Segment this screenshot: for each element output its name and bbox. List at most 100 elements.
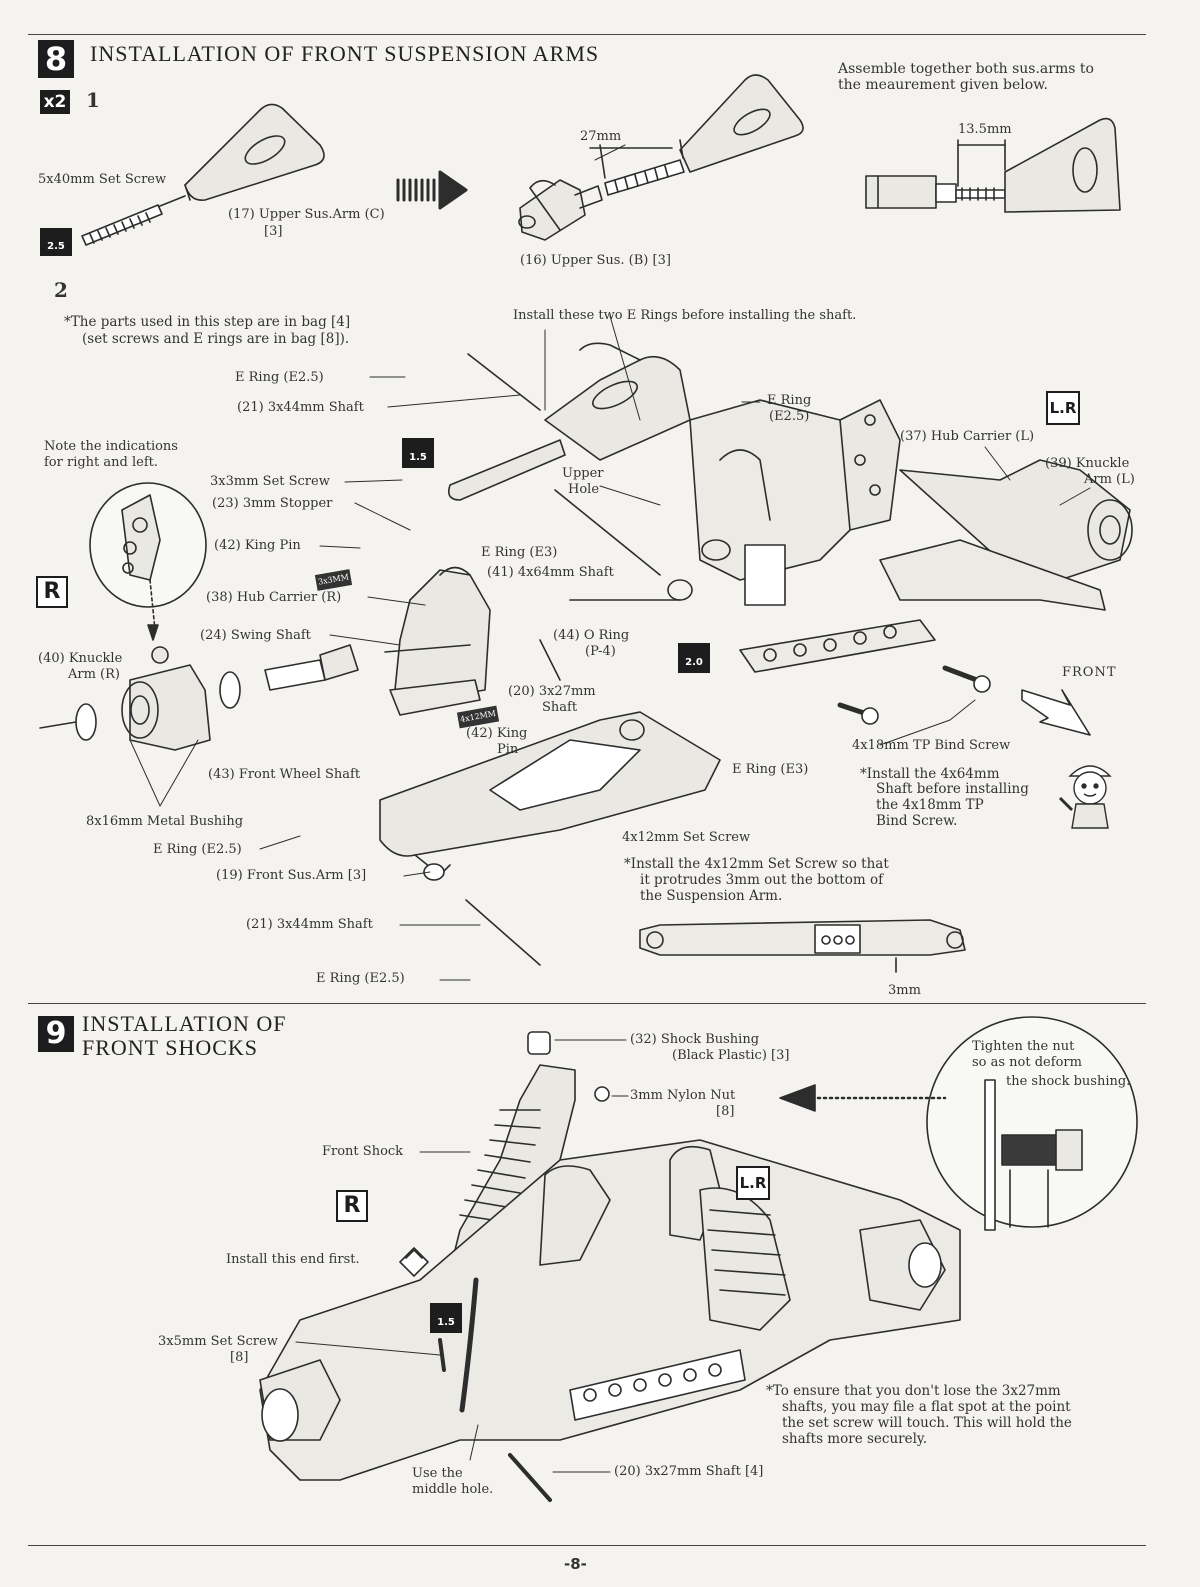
e-ring-e25-top-label-2: (E2.5) — [769, 409, 810, 424]
section-9-title-line-2: FRONT SHOCKS — [82, 1035, 259, 1060]
shaft-41-label: (41) 4x64mm Shaft — [487, 565, 614, 580]
bag-note-line-2: (set screws and E rings are in bag [8]). — [82, 331, 350, 347]
mascot-figure — [1058, 765, 1112, 829]
knuckle-arm-l-label-2: Arm (L) — [1084, 472, 1135, 487]
install-64-note-line-2: Shaft before installing — [876, 781, 1029, 797]
e-ring-e3-b-label: E Ring (E3) — [732, 762, 809, 777]
front-shock-label: Front Shock — [322, 1144, 404, 1159]
upper-sus-b-label: (16) Upper Sus. (B) [3] — [520, 253, 671, 268]
top-rule — [28, 34, 1146, 35]
left-right-badge-9: L.R — [736, 1166, 770, 1200]
section-9-title-line-1: INSTALLATION OF — [82, 1011, 287, 1036]
install-end-first-icon — [399, 1247, 429, 1277]
set-screw-5x40-label: 5x40mm Set Screw — [38, 172, 167, 187]
use-middle-label-1: Use the — [412, 1466, 463, 1481]
set-screw-4x12-label: 4x12mm Set Screw — [622, 830, 751, 845]
set-screw-5x40-drawing — [81, 204, 163, 246]
step-number-9: 9 — [38, 1016, 74, 1052]
upper-arm-c-bag: [3] — [264, 224, 283, 239]
front-wheel-shaft-label: (43) Front Wheel Shaft — [208, 767, 361, 782]
king-pin-42-b-label-2: Pin — [497, 742, 519, 757]
tp-bind-screws — [837, 665, 991, 725]
flat-spot-note-line-3: the set screw will touch. This will hold… — [782, 1415, 1072, 1431]
shock-bushing-label-2: (Black Plastic) [3] — [672, 1048, 790, 1063]
upper-arm-c-drawing — [144, 103, 325, 213]
stopper-23-label: (23) 3mm Stopper — [212, 496, 333, 511]
upper-arm-assembly — [447, 342, 691, 576]
note-circle-detail — [89, 482, 207, 641]
quantity-x2-badge: x2 — [40, 90, 70, 114]
step-1-label: 1 — [86, 88, 100, 112]
section-divider — [28, 1003, 1146, 1004]
knuckle-arm-r-label-2: Arm (R) — [68, 667, 120, 682]
tighten-note-line-3: the shock bushing. — [1006, 1074, 1131, 1089]
front-sus-arm-drawing — [379, 711, 721, 881]
assemble-note-line-1: Assemble together both sus.arms to — [838, 61, 1094, 77]
nylon-nut-label-2: [8] — [716, 1104, 735, 1119]
side-tie-rod-drawing — [639, 919, 966, 973]
upper-hole-label-2: Hole — [568, 482, 600, 497]
dimension-27mm: 27mm — [580, 129, 622, 144]
nylon-nut-label-1: 3mm Nylon Nut — [630, 1088, 736, 1103]
section-8-title: INSTALLATION OF FRONT SUSPENSION ARMS — [90, 41, 600, 66]
set-screw-3x3-label: 3x3mm Set Screw — [210, 474, 330, 489]
hex-wrench-1-5-icon: 1.5 — [402, 438, 434, 468]
install-4x12-note-line-1: *Install the 4x12mm Set Screw so that — [624, 856, 889, 872]
o-ring-label-2: (P-4) — [585, 644, 616, 659]
note-rl-line-2: for right and left. — [44, 455, 159, 470]
front-sus-arm-label: (19) Front Sus.Arm [3] — [216, 868, 367, 883]
page-number: -8- — [564, 1555, 587, 1573]
tag-3x3-icon: 3x3MM — [314, 569, 353, 591]
upper-hole-label-1: Upper — [562, 466, 604, 481]
shaft-20-label-1: (20) 3x27mm — [508, 684, 596, 699]
tighten-note-line-2: so as not deform — [972, 1055, 1082, 1070]
leader-lines — [129, 144, 1091, 981]
front-direction-label: FRONT — [1062, 665, 1117, 680]
install-64-note-line-1: *Install the 4x64mm — [860, 766, 1000, 782]
install-arrow — [459, 1277, 479, 1413]
upper-sus-b-drawing — [518, 74, 804, 241]
king-pin-42-b-label-1: (42) King — [466, 726, 528, 741]
install-e-rings-note: Install these two E Rings before install… — [513, 308, 857, 323]
install-4x12-note-line-2: it protrudes 3mm out the bottom of — [640, 872, 884, 888]
dimension-3mm: 3mm — [888, 983, 921, 998]
tie-rod-drawing — [739, 619, 936, 673]
shock-bushing-label-1: (32) Shock Bushing — [630, 1032, 760, 1047]
metal-bushing-label: 8x16mm Metal Bushihg — [86, 814, 244, 829]
bottom-rule — [28, 1545, 1146, 1546]
hub-carrier-r-drawing — [389, 566, 491, 716]
e-ring-e25-c-label: E Ring (E2.5) — [316, 971, 405, 986]
direction-arrow-1 — [396, 170, 468, 210]
shaft-21-label: (21) 3x44mm Shaft — [237, 400, 364, 415]
flat-spot-note-line-1: *To ensure that you don't lose the 3x27m… — [766, 1383, 1061, 1399]
install-64-note-line-3: the 4x18mm TP — [876, 797, 984, 813]
install-end-first-label: Install this end first. — [226, 1252, 360, 1267]
assemble-note-line-2: the meaurement given below. — [838, 77, 1048, 93]
right-side-badge: R — [36, 576, 68, 608]
knuckle-arm-l-label-1: (39) Knuckle — [1045, 456, 1130, 471]
front-shock-drawing — [451, 1031, 610, 1276]
right-side-badge-9: R — [336, 1190, 368, 1222]
e-ring-e25-b-label: E Ring (E2.5) — [153, 842, 242, 857]
swing-shaft-label: (24) Swing Shaft — [200, 628, 311, 643]
shaft-21-b-label: (21) 3x44mm Shaft — [246, 917, 373, 932]
e-ring-e3-label: E Ring (E3) — [481, 545, 558, 560]
dotted-arrow-head — [779, 1084, 816, 1112]
shaft-20-9-label: (20) 3x27mm Shaft [4] — [614, 1464, 764, 1479]
tag-4x12-icon: 4x12MM — [456, 705, 500, 729]
flat-spot-note-line-4: shafts more securely. — [782, 1431, 928, 1447]
install-4x12-note-line-3: the Suspension Arm. — [640, 888, 783, 904]
dimension-13-5mm: 13.5mm — [958, 122, 1012, 137]
front-direction-arrow — [1021, 689, 1091, 736]
king-pin-42-label: (42) King Pin — [214, 538, 301, 553]
bag-note-line-1: *The parts used in this step are in bag … — [64, 314, 351, 330]
swing-shaft-drawing — [264, 644, 471, 691]
o-ring-label-1: (44) O Ring — [553, 628, 630, 643]
upper-arm-c-label: (17) Upper Sus.Arm (C) — [228, 207, 385, 222]
use-middle-label-2: middle hole. — [412, 1482, 494, 1497]
step-number-8: 8 — [38, 40, 74, 78]
lower-shafts — [465, 599, 681, 966]
hex-wrench-1-5-icon-9: 1.5 — [430, 1303, 462, 1333]
left-right-badge: L.R — [1046, 391, 1080, 425]
note-rl-line-1: Note the indications — [44, 439, 178, 454]
